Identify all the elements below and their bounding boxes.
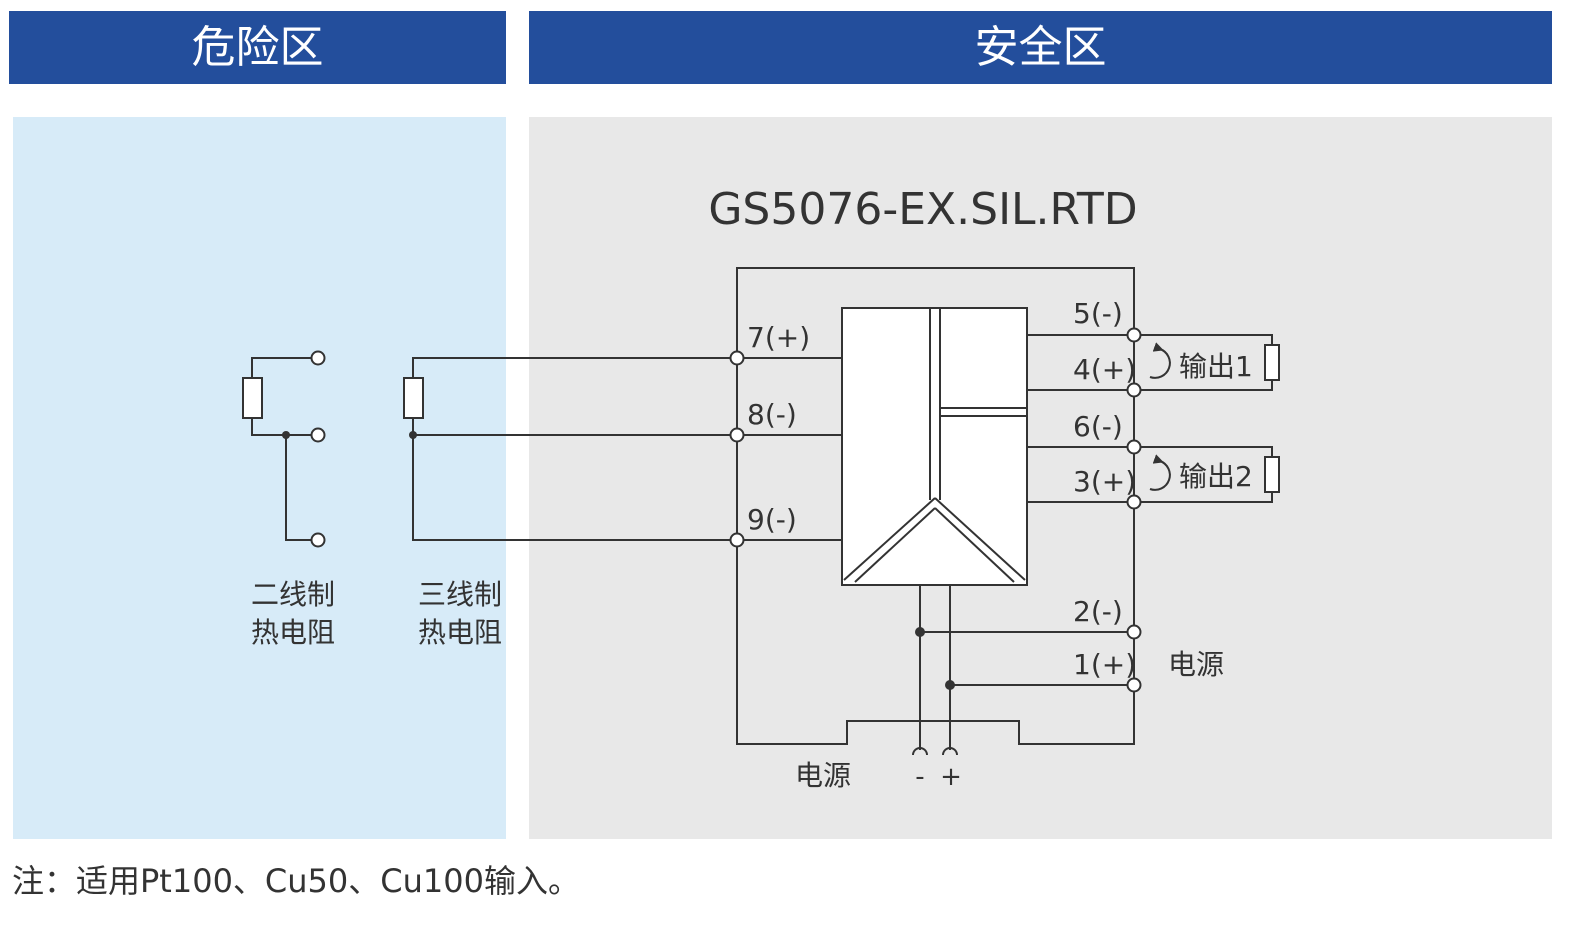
terminal-icon <box>310 532 326 548</box>
output2-label: 输出2 <box>1179 460 1253 493</box>
load-resistor-icon <box>1264 344 1280 381</box>
terminal-9-label: 9(-) <box>747 503 797 536</box>
terminal-icon <box>1126 327 1142 343</box>
junction-dot <box>409 431 417 439</box>
terminal-icon <box>1126 677 1142 693</box>
terminal-icon <box>1126 494 1142 510</box>
two-wire-label-rtd: 热电阻 <box>251 616 335 649</box>
terminal-4-label: 4(+) <box>1073 353 1136 386</box>
output1-label: 输出1 <box>1179 350 1253 383</box>
terminal-6-label: 6(-) <box>1073 410 1123 443</box>
terminal-2-label: 2(-) <box>1073 595 1123 628</box>
three-wire-label: 三线制 <box>418 578 502 611</box>
three-wire-rtd-sensor <box>403 357 730 541</box>
power-label-bottom: 电源 <box>795 759 851 792</box>
power-label-right: 电源 <box>1168 648 1224 681</box>
device-model-title: GS5076-EX.SIL.RTD <box>708 184 1137 235</box>
terminal-1-label: 1(+) <box>1073 648 1136 681</box>
load-resistor-icon <box>1264 456 1280 493</box>
junction-dot <box>915 627 925 637</box>
terminal-7-label: 7(+) <box>747 321 810 354</box>
device-wiring <box>736 267 1135 756</box>
power-minus-label: - <box>915 762 924 792</box>
two-wire-label: 二线制 <box>251 578 335 611</box>
power-plus-label: + <box>940 762 962 792</box>
current-loop-arrow-icon <box>1149 342 1171 379</box>
terminal-5-label: 5(-) <box>1073 297 1123 330</box>
footnote: 注：适用Pt100、Cu50、Cu100输入。 <box>12 862 580 900</box>
current-loop-arrow-icon <box>1149 454 1171 491</box>
terminal-icon <box>310 427 326 443</box>
rtd-resistor-icon <box>403 377 424 419</box>
terminal-icon <box>1126 624 1142 640</box>
two-wire-rtd-sensor <box>242 350 326 548</box>
three-wire-label-rtd: 热电阻 <box>418 616 502 649</box>
junction-dot <box>945 680 955 690</box>
safe-zone-header: 安全区 <box>529 11 1552 84</box>
terminal-icon <box>310 350 326 366</box>
terminal-icon <box>729 532 745 548</box>
hazard-zone-panel <box>13 117 506 839</box>
terminal-3-label: 3(+) <box>1073 465 1136 498</box>
safe-zone-panel <box>529 117 1552 839</box>
output2-load <box>1140 446 1280 503</box>
isolator-module <box>841 307 1028 586</box>
terminal-icon <box>729 350 745 366</box>
hazard-zone-header: 危险区 <box>9 11 506 84</box>
terminals <box>729 327 1142 693</box>
output1-load <box>1140 334 1280 391</box>
terminal-8-label: 8(-) <box>747 398 797 431</box>
rtd-resistor-icon <box>242 377 263 419</box>
terminal-icon <box>729 427 745 443</box>
junction-dot <box>282 431 290 439</box>
terminal-icon <box>1126 382 1142 398</box>
terminal-icon <box>1126 439 1142 455</box>
